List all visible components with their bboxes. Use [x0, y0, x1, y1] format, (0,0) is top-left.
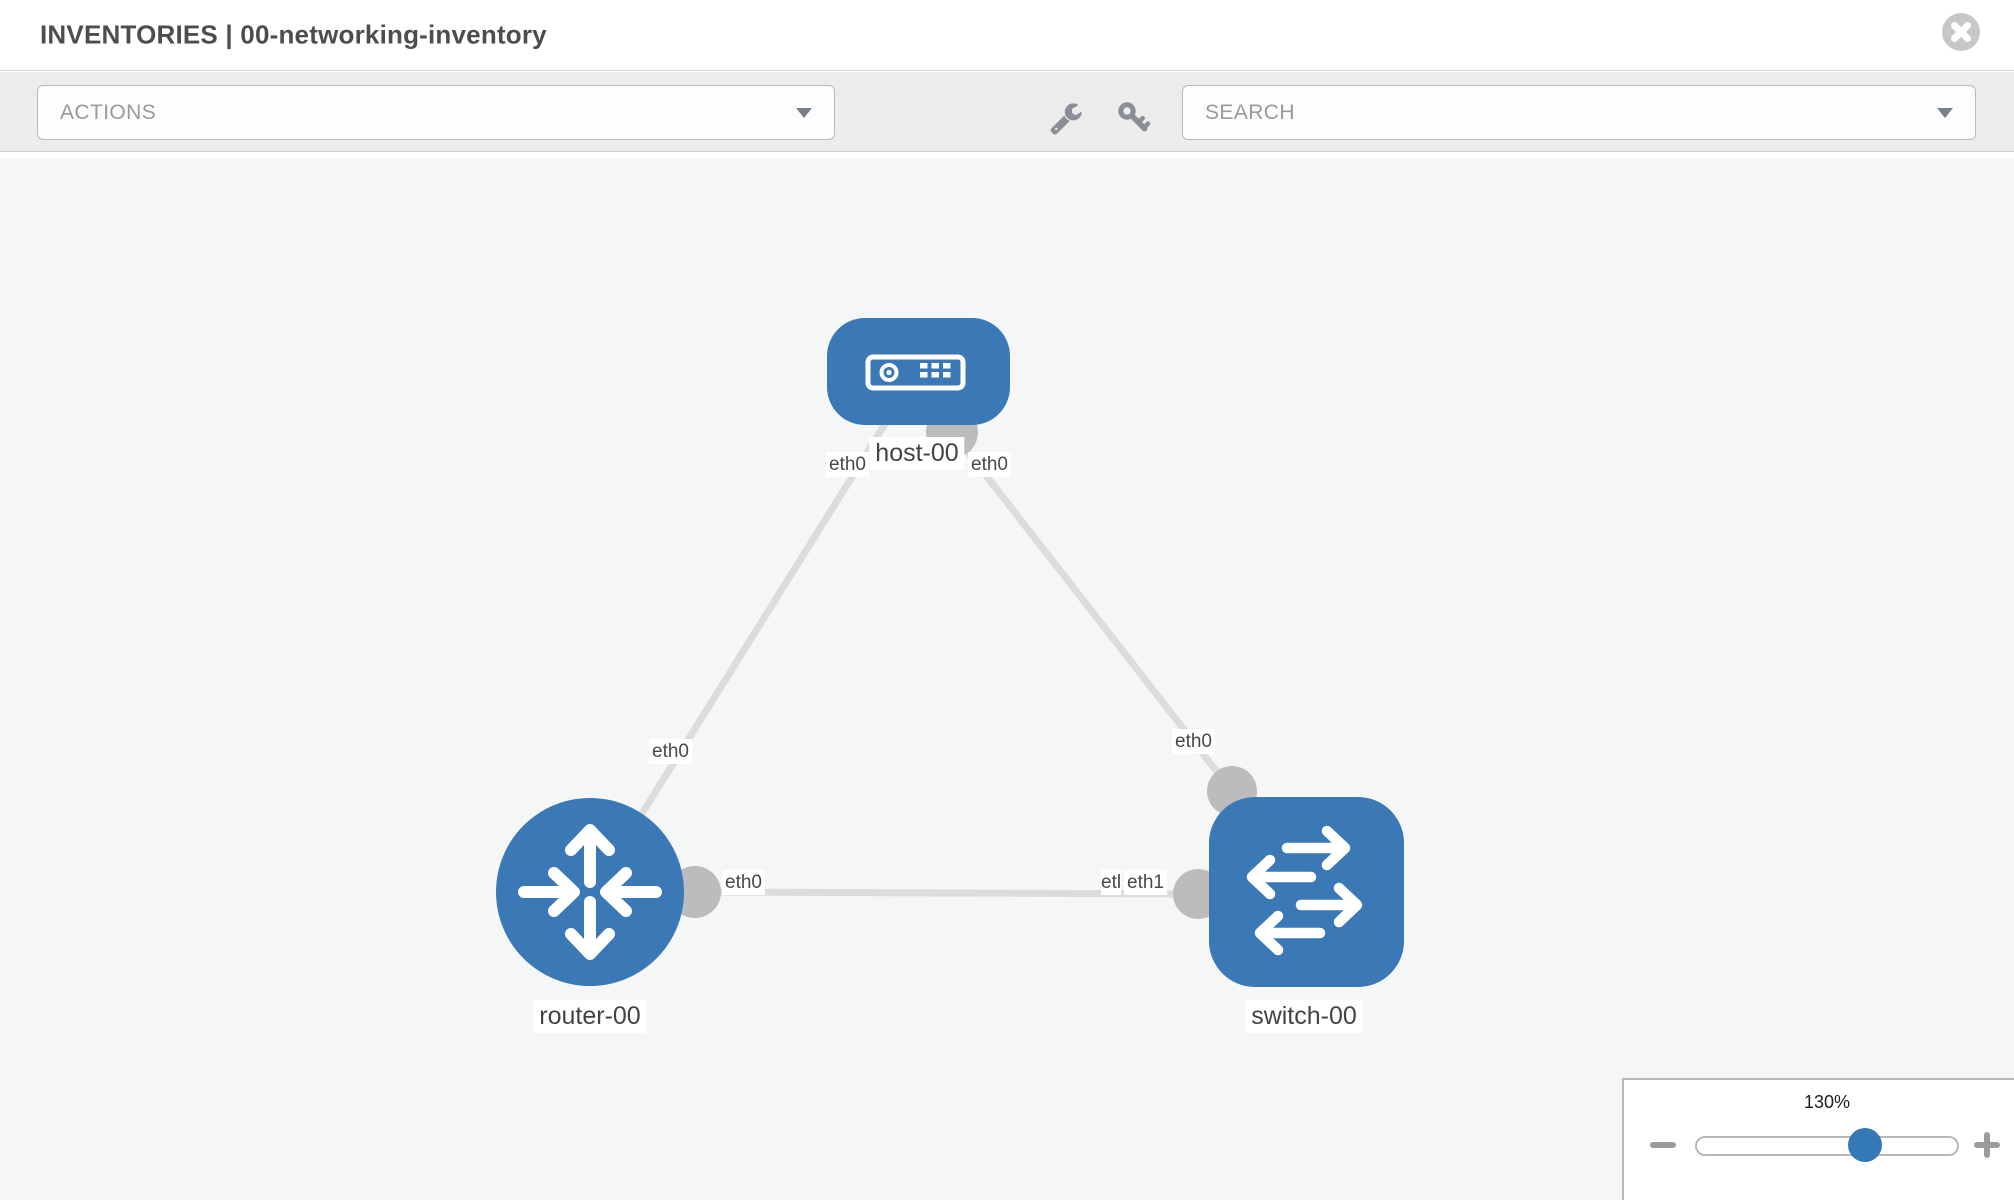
iface-label-router-eth0-top: eth0: [649, 739, 692, 764]
iface-label-router-eth0-side: eth0: [722, 870, 765, 895]
switch-arrows-icon: [1246, 825, 1363, 956]
caret-down-icon: [796, 107, 812, 118]
search-dropdown[interactable]: SEARCH: [1182, 85, 1976, 140]
server-icon: [865, 354, 966, 391]
wrench-button[interactable]: [1049, 101, 1083, 135]
node-router-00[interactable]: [496, 798, 684, 986]
search-dropdown-value: SEARCH: [1205, 100, 1295, 124]
zoom-slider-thumb[interactable]: [1848, 1128, 1882, 1162]
caret-down-icon: [1937, 107, 1953, 118]
topology-canvas[interactable]: eth0 eth0 eth0 eth0 eth0 etl eth1 host-0…: [0, 152, 2014, 1200]
close-button[interactable]: [1942, 13, 1980, 51]
iface-label-switch-eth1: eth1: [1124, 870, 1167, 895]
links-layer: [615, 406, 1257, 919]
key-button[interactable]: [1117, 101, 1151, 135]
zoom-control-panel: 130%: [1622, 1078, 2014, 1200]
actions-dropdown-value: ACTIONS: [60, 100, 157, 124]
link-router-switch[interactable]: [694, 888, 1199, 898]
node-label-router-00: router-00: [533, 1000, 647, 1033]
page-title: INVENTORIES | 00-networking-inventory: [40, 19, 547, 50]
zoom-slider-track[interactable]: [1695, 1136, 1959, 1156]
wrench-icon: [1050, 103, 1082, 135]
node-label-host-00: host-00: [869, 437, 965, 470]
router-arrows-icon: [518, 824, 662, 960]
iface-label-switch-eth0-top: eth0: [1172, 729, 1215, 754]
iface-label-host-eth0-right: eth0: [968, 452, 1011, 477]
canvas-top-gap: [0, 152, 2014, 159]
actions-dropdown[interactable]: ACTIONS: [37, 85, 835, 140]
plus-icon: [1984, 1132, 1990, 1158]
x-circle-icon: [1942, 13, 1980, 51]
link-host-router[interactable]: [615, 414, 893, 854]
iface-label-host-eth0-left: eth0: [826, 452, 869, 477]
zoom-level-value: 130%: [1803, 1092, 1851, 1112]
zoom-out-button[interactable]: [1650, 1142, 1676, 1148]
node-host-00[interactable]: [827, 318, 1010, 425]
zoom-in-button[interactable]: [1974, 1132, 2000, 1158]
key-icon: [1118, 102, 1151, 132]
node-label-switch-00: switch-00: [1245, 1000, 1363, 1033]
toolbar: ACTIONS SEARCH: [0, 72, 2014, 152]
panel-header: INVENTORIES | 00-networking-inventory: [0, 0, 2014, 71]
iface-label-switch-eth1-clipped-fragment: etl: [1101, 870, 1122, 895]
node-switch-00[interactable]: [1209, 797, 1404, 987]
